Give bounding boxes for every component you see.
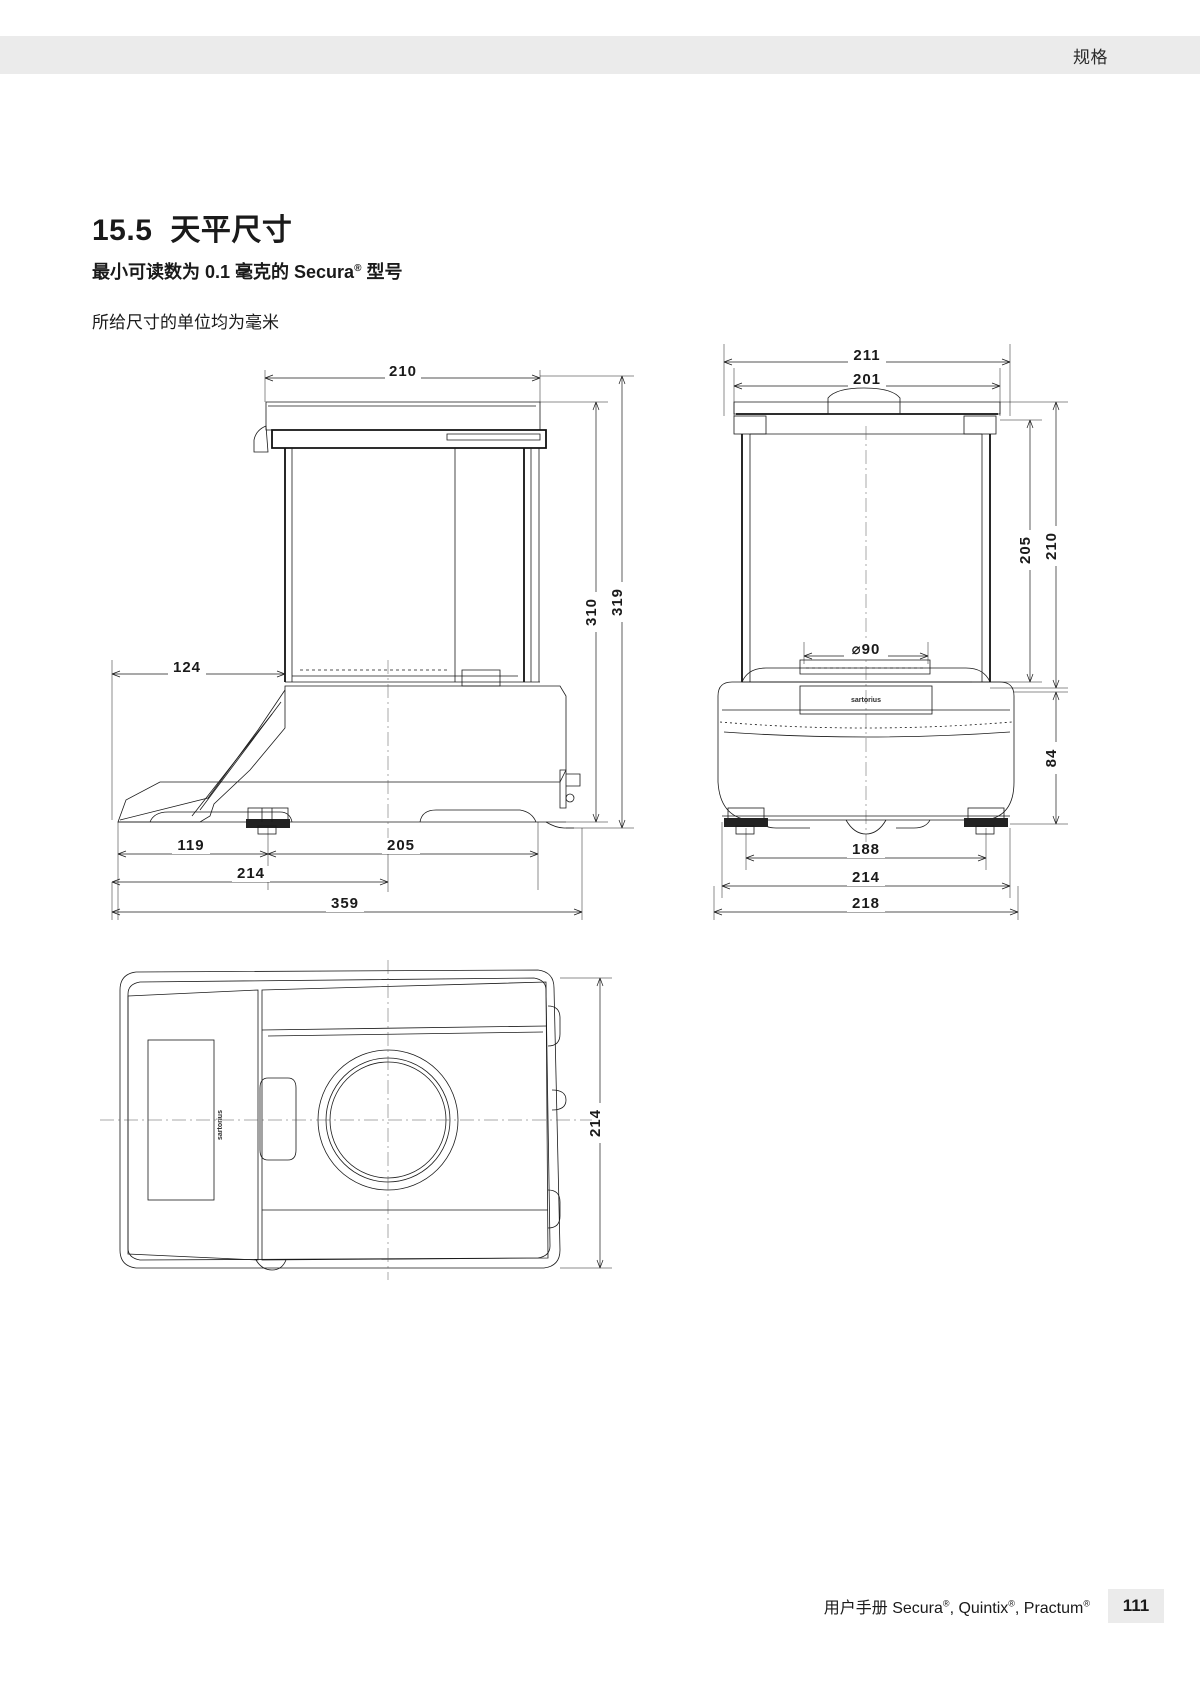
dimension-front-pan-diameter: ⌀90 [803,641,929,664]
registered-mark-icon: ® [354,263,362,274]
dimension-side-overall-depth: 359 [111,828,583,920]
header-chapter-label: 规格 [1073,47,1108,67]
dimension-side-outer-height: 319 [540,375,634,829]
dimension-front-body-width: 214 [721,822,1011,898]
dimension-front-foot-span: 188 [745,828,987,870]
side-view-draft-shield [253,401,547,687]
dim-front-inner-width: 201 [853,371,881,388]
dim-front-outer-width: 211 [853,347,880,364]
front-view-drawing: 211 201 [713,344,1068,920]
registered-mark-icon: ® [942,1598,950,1609]
dim-front-total-height: 210 [1043,532,1060,560]
footer-manual-pre: 用户手册 Secura [823,1600,943,1617]
units-note: 所给尺寸的单位均为毫米 [92,313,279,332]
footer-manual-title: 用户手册 Secura®, Quintix®, Practum® [824,1594,1090,1618]
dim-side-inner-height: 310 [583,598,600,626]
dimension-front-chamber-height: 205 [990,419,1042,683]
dim-front-pan-diameter: ⌀90 [852,641,881,658]
dim-front-overall-width: 218 [852,895,880,912]
dim-side-base-rear: 205 [387,837,415,854]
dimension-side-top-width: 210 [264,363,541,402]
dim-side-base-front: 119 [177,837,204,854]
top-view-drawing: sartorius 214 [100,960,612,1280]
dimension-side-base-total: 214 [111,854,389,892]
dimension-front-overall-width: 218 [713,886,1019,920]
front-view-brand-label: sartorius [851,697,881,704]
footer-manual-mid1: , Quintix [949,1600,1009,1617]
section-number: 15.5 [92,214,153,247]
dimension-front-inner-width: 201 [733,368,1001,416]
section-subtitle: 最小可读数为 0.1 毫克的 Secura® 型号 [92,258,402,284]
dimension-front-outer-width: 211 [723,344,1011,416]
footer-manual-mid2: , Practum [1014,1600,1084,1617]
dimension-side-inner-height: 310 [540,401,608,823]
dim-side-front-overhang: 124 [173,659,201,676]
section-title-text: 天平尺寸 [170,214,293,247]
dim-front-chamber-height: 205 [1017,536,1034,564]
dimension-side-base-split: 119 205 [117,822,539,920]
page-title: 15.5 天平尺寸 [92,205,292,249]
dim-side-top-width: 210 [389,363,417,380]
subtitle-main: 最小可读数为 0.1 毫克的 Secura [92,262,355,282]
dim-front-body-width: 214 [852,869,880,886]
page-footer: 用户手册 Secura®, Quintix®, Practum® 111 [0,1589,1200,1623]
dim-side-base-total: 214 [237,865,265,882]
page-header: 规格 [0,36,1200,74]
page-number-badge: 111 [1108,1589,1164,1623]
registered-mark-icon: ® [1008,1598,1015,1609]
front-view-leveling-foot-left [724,807,768,835]
dimension-front-base-height: 84 [1010,691,1068,825]
dim-side-outer-height: 319 [609,588,626,616]
front-view-draft-shield [733,387,1001,850]
side-view-leveling-foot [246,807,290,835]
side-view-body [117,660,581,850]
front-view-leveling-foot-right [964,807,1008,835]
dim-front-base-height: 84 [1043,749,1060,768]
dimension-front-total-height: 210 [990,401,1068,689]
dim-top-depth: 214 [587,1109,604,1137]
front-view-body: sartorius [717,681,1015,835]
dimension-top-depth: 214 [560,977,612,1269]
dimension-side-front-overhang: 124 [111,659,286,820]
top-view-brand-label: sartorius [217,1110,224,1140]
dim-front-foot-span: 188 [852,841,880,858]
subtitle-suffix: 型号 [361,262,403,282]
side-view-drawing: 210 [111,363,634,920]
registered-mark-icon: ® [1083,1598,1090,1609]
dim-side-overall-depth: 359 [331,895,359,912]
technical-drawings: 210 [0,330,1200,1330]
